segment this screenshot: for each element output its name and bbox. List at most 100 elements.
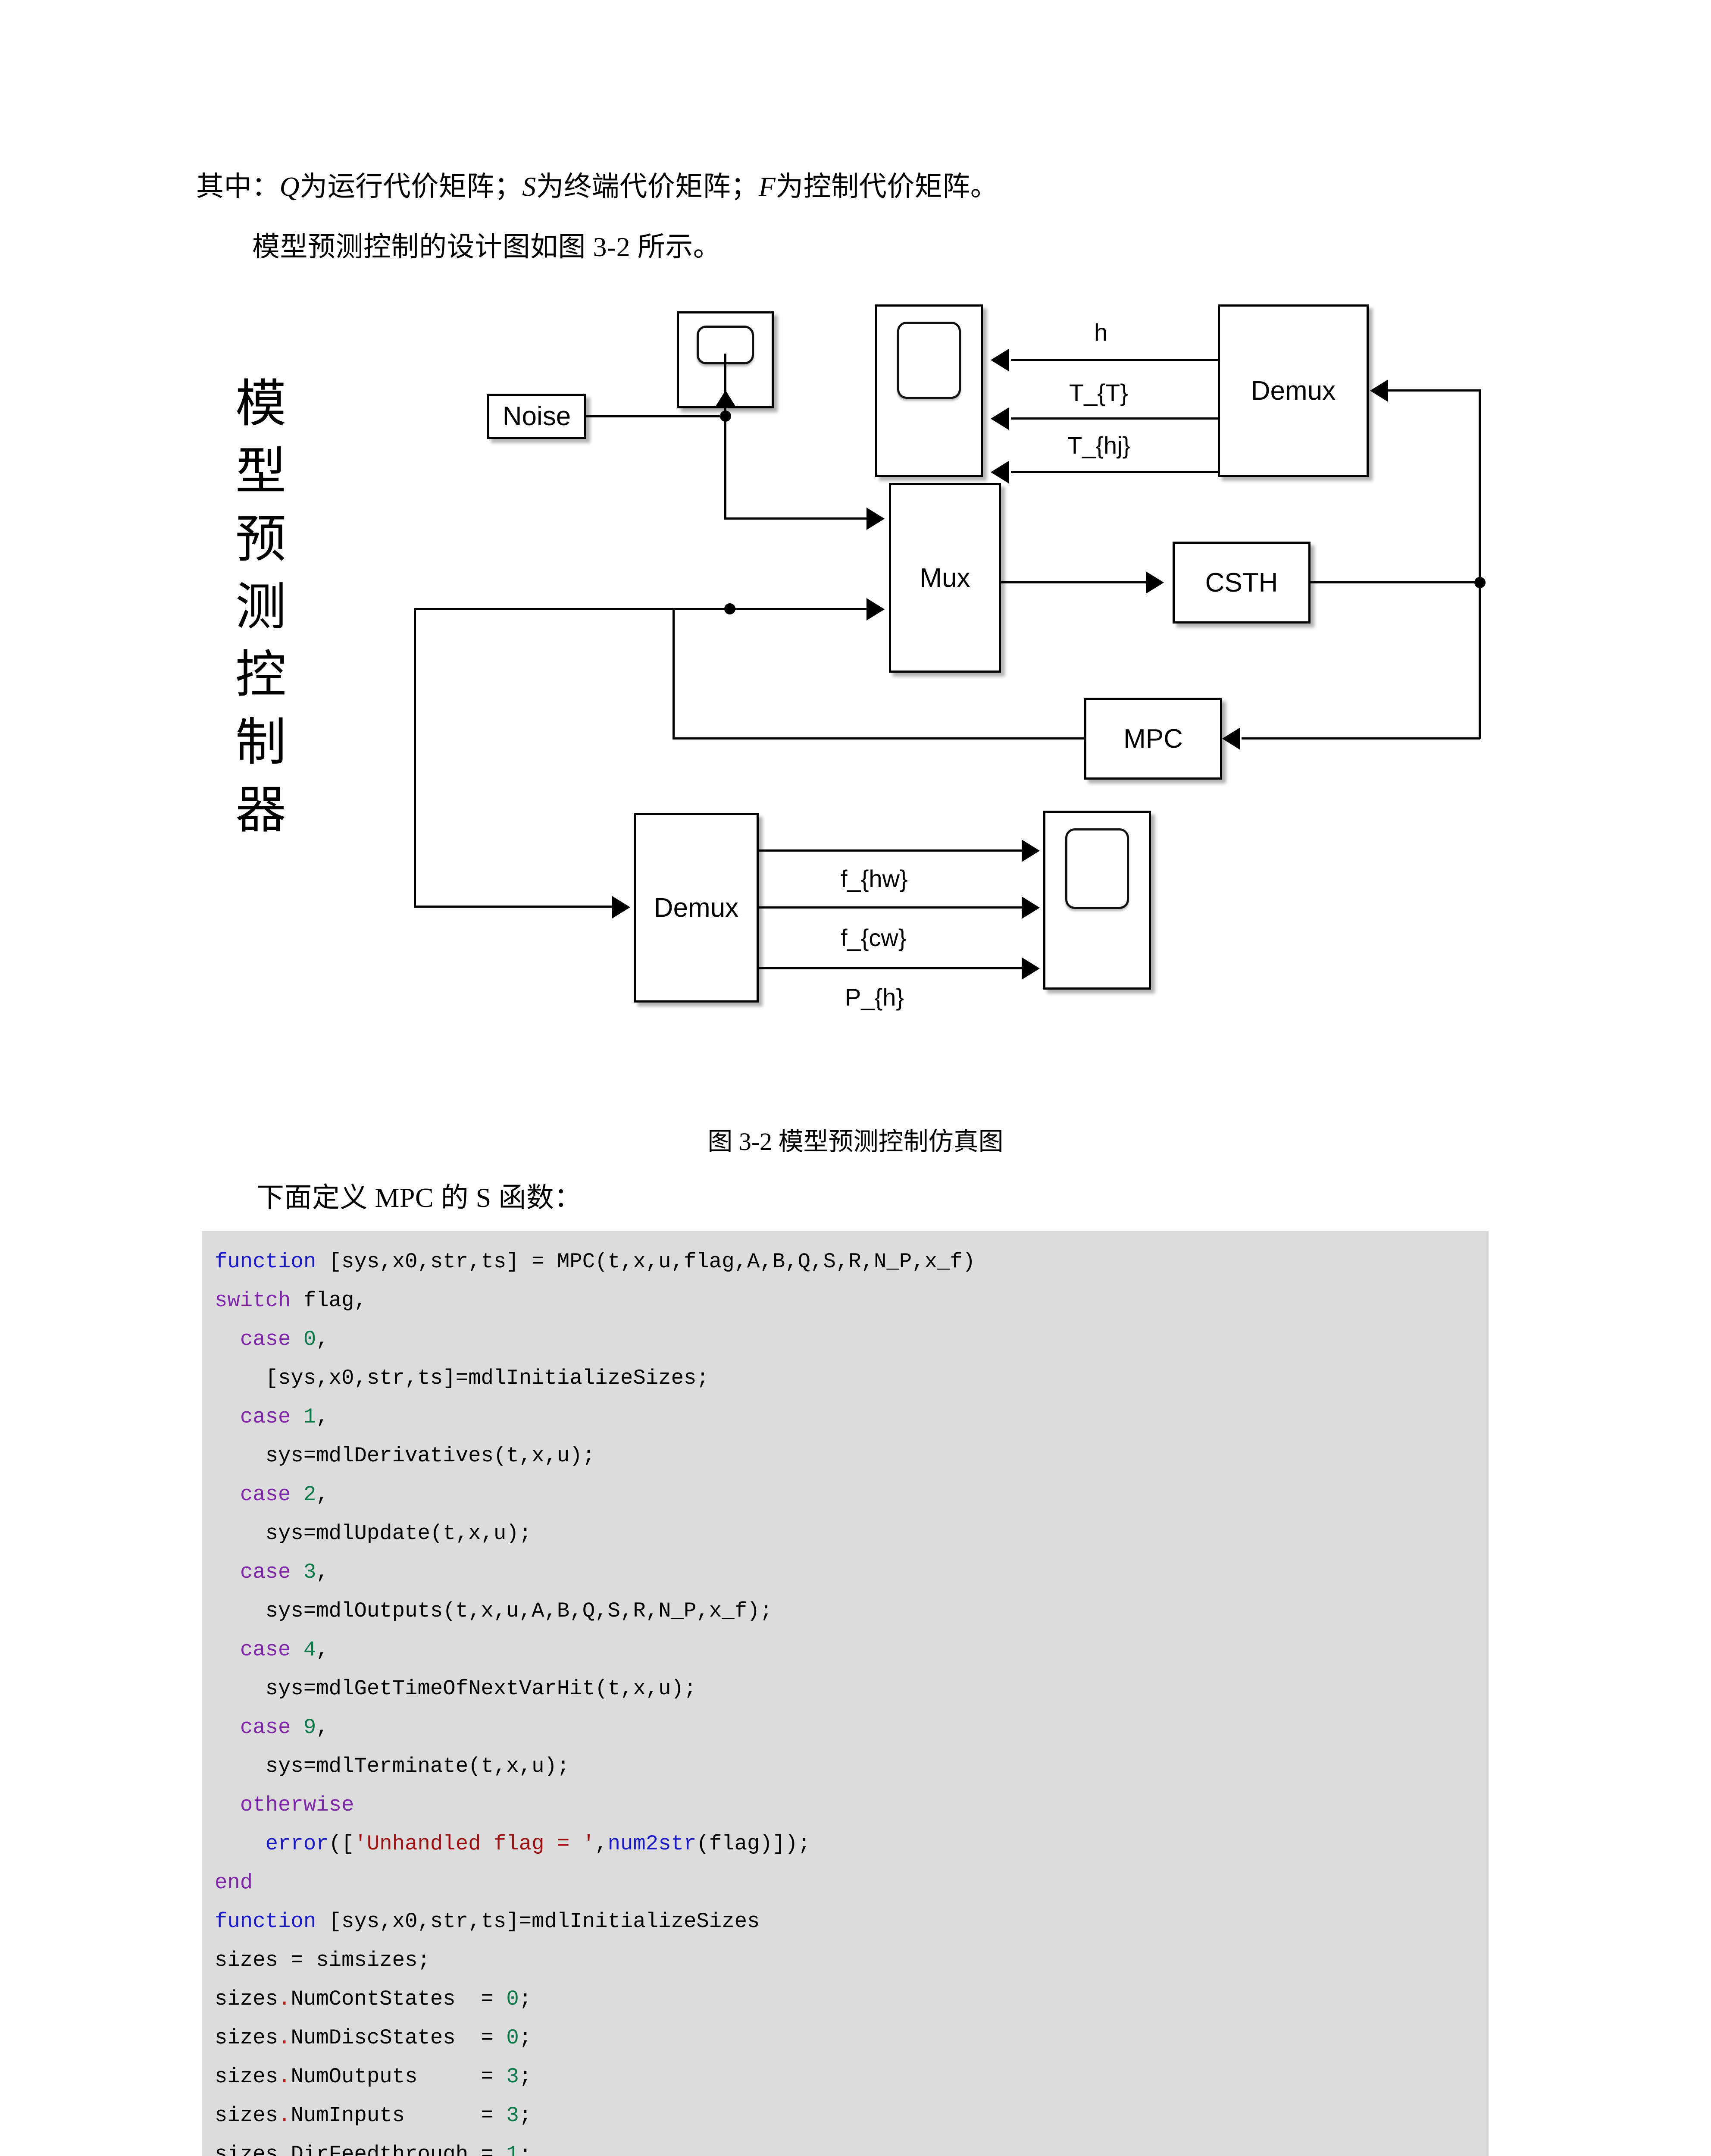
code-keyword-end: end — [215, 1871, 253, 1895]
figure-caption: 图 3-2 模型预测控制仿真图 — [707, 1128, 1004, 1156]
vertical-label-char: 型 — [235, 443, 286, 500]
code-number: 0 — [506, 2026, 519, 2050]
code-keyword-case: case — [240, 1715, 291, 1739]
block-label: MPC — [1123, 724, 1183, 754]
signal-label-ph: P_{h} — [845, 984, 904, 1011]
code-var: sizes — [215, 1987, 278, 2011]
arrow-demux-ph — [1022, 957, 1040, 980]
block-label: Mux — [920, 563, 970, 593]
code-var: sizes — [215, 2065, 278, 2089]
vertical-label-mpc-controller: 模 型 预 测 控 制 器 — [224, 371, 297, 845]
code-field-dot: . — [278, 2065, 291, 2089]
code-builtin-num2str: num2str — [607, 1832, 697, 1856]
code-field-dot: . — [278, 2142, 291, 2156]
text-run: 为运行代价矩阵； — [300, 171, 522, 202]
code-semicolon: ; — [519, 2103, 532, 2128]
wire-junction-to-scope — [724, 354, 726, 416]
wire-into-demux-top — [1388, 389, 1480, 392]
text-run: 其中： — [196, 171, 280, 202]
code-number: 1 — [303, 1405, 316, 1429]
wire-junction-down — [724, 415, 726, 519]
arrow-demux-fcw — [1022, 896, 1040, 919]
math-symbol-s: S — [522, 171, 536, 202]
code-text: sys=mdlGetTimeOfNextVarHit(t,x,u); — [215, 1677, 697, 1701]
code-field: NumDiscStates = — [291, 2026, 507, 2050]
wire-feedback-to-mux-in2 — [414, 608, 873, 610]
signal-label-thj: T_{hj} — [1067, 432, 1131, 459]
signal-label-fcw: f_{cw} — [841, 924, 907, 951]
code-number: 3 — [506, 2103, 519, 2128]
code-var: sizes — [215, 2026, 278, 2050]
code-semicolon: ; — [519, 2065, 532, 2089]
arrow-into-mux-in1 — [866, 508, 885, 530]
noise-block[interactable]: Noise — [487, 394, 586, 439]
wire-mpc-out-vertical — [673, 608, 675, 739]
code-text: sys=mdlDerivatives(t,x,u); — [215, 1444, 595, 1468]
vertical-label-char: 控 — [235, 646, 286, 703]
signal-label-tT: T_{T} — [1069, 379, 1128, 406]
code-keyword-otherwise: otherwise — [240, 1793, 354, 1817]
arrow-into-csth — [1146, 571, 1164, 594]
scope-screen-icon — [897, 322, 961, 399]
mux-block[interactable]: Mux — [889, 483, 1001, 673]
code-number: 3 — [303, 1560, 316, 1584]
code-field: NumOutputs = — [291, 2065, 507, 2089]
wire-csth-up-to-demux — [1479, 389, 1481, 583]
code-keyword-case: case — [240, 1327, 291, 1351]
vertical-label-char: 器 — [235, 782, 286, 839]
demux-block-top[interactable]: Demux — [1218, 304, 1369, 477]
wire-demux-thj — [1011, 471, 1220, 473]
code-text: sys=mdlOutputs(t,x,u,A,B,Q,S,R,N_P,x_f); — [215, 1599, 773, 1623]
arrow-into-demux-top — [1370, 379, 1388, 402]
signal-label-fhw: f_{hw} — [841, 865, 908, 892]
vertical-label-char: 测 — [235, 579, 286, 636]
code-keyword-case: case — [240, 1482, 291, 1507]
mpc-block[interactable]: MPC — [1084, 698, 1222, 780]
wire-mux-to-csth — [1001, 581, 1150, 583]
code-builtin-error: error — [265, 1832, 329, 1856]
wire-csth-down-to-mpc — [1479, 581, 1481, 739]
wire-demux-fhw — [759, 849, 1026, 852]
code-number: 0 — [303, 1327, 316, 1351]
code-field: NumContStates = — [291, 1987, 507, 2011]
code-text: [sys,x0,str,ts]=mdlInitializeSizes; — [215, 1366, 709, 1390]
csth-block[interactable]: CSTH — [1173, 542, 1311, 624]
code-var: sizes — [215, 2103, 278, 2128]
paragraph-cost-matrices: 其中：Q为运行代价矩阵；S为终端代价矩阵；F为控制代价矩阵。 — [196, 168, 998, 205]
arrow-into-mpc-right — [1222, 727, 1240, 750]
demux-block-bottom[interactable]: Demux — [634, 813, 759, 1003]
arrow-demux-thj — [991, 461, 1009, 483]
code-var: sizes — [215, 2142, 278, 2156]
code-signature: [sys,x0,str,ts] = MPC(t,x,u,flag,A,B,Q,S… — [316, 1250, 976, 1274]
arrow-demux-tT — [991, 407, 1009, 430]
scope-screen-icon — [1065, 828, 1129, 909]
code-semicolon: ; — [519, 2026, 532, 2050]
code-number: 1 — [506, 2142, 519, 2156]
vertical-label-char: 模 — [235, 376, 286, 432]
code-semicolon: ; — [519, 1987, 532, 2011]
wire-feedback-left-vertical — [414, 608, 416, 908]
signal-label-h: h — [1094, 319, 1108, 346]
code-field: NumInputs = — [291, 2103, 507, 2128]
code-number: 3 — [506, 2065, 519, 2089]
code-keyword-function: function — [215, 1909, 316, 1934]
code-number: 2 — [303, 1482, 316, 1507]
arrow-into-scope-top-left — [714, 390, 737, 408]
code-keyword-case: case — [240, 1638, 291, 1662]
paragraph-code-intro: 下面定义 MPC 的 S 函数： — [256, 1182, 582, 1213]
junction-dot-feedback — [724, 603, 735, 614]
code-semicolon: ; — [519, 2142, 532, 2156]
text-run: 为终端代价矩阵； — [536, 171, 759, 202]
arrow-demux-fhw — [1022, 840, 1040, 862]
wire-csth-out — [1311, 581, 1481, 583]
wire-into-mpc-right — [1242, 737, 1480, 740]
scope-block-bottom[interactable] — [1043, 811, 1151, 990]
code-signature-2: [sys,x0,str,ts]=mdlInitializeSizes — [316, 1909, 760, 1934]
code-keyword-function: function — [215, 1250, 316, 1274]
wire-demux-tT — [1011, 417, 1220, 420]
block-label: CSTH — [1205, 567, 1278, 598]
scope-block-top-middle[interactable] — [875, 304, 983, 477]
wire-feedback-to-demux-bottom — [414, 906, 616, 908]
code-block-mpc-sfunction[interactable]: function [sys,x0,str,ts] = MPC(t,x,u,fla… — [202, 1231, 1489, 2156]
